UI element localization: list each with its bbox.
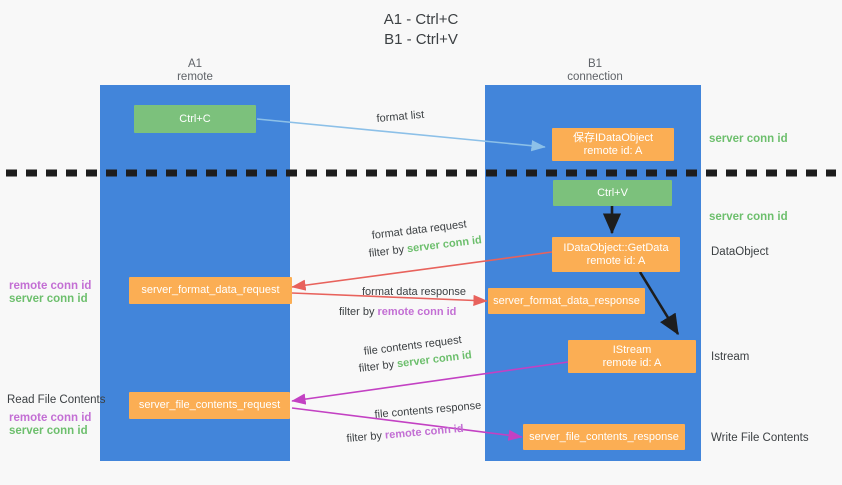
label-right-server-conn-id-top: server conn id	[709, 133, 788, 145]
label-right-istream: Istream	[711, 351, 750, 363]
label-left-server-conn-id-2: server conn id	[9, 425, 88, 437]
lane-header-a1: A1 remote	[120, 58, 270, 84]
node-server-file-contents-request[interactable]: server_file_contents_request	[129, 392, 290, 419]
label-left-remote-conn-id-1: remote conn id	[9, 280, 92, 292]
node-idataobject-getdata-line1: IDataObject::GetData	[563, 241, 669, 254]
node-idataobject-getdata[interactable]: IDataObject::GetData remote id: A	[552, 237, 680, 272]
node-server-file-contents-response-label: server_file_contents_response	[529, 430, 679, 443]
node-server-file-contents-response[interactable]: server_file_contents_response	[523, 424, 685, 450]
node-save-dataobject-line1: 保存IDataObject	[572, 131, 654, 144]
node-server-format-data-response[interactable]: server_format_data_response	[488, 288, 645, 314]
arrow-format-data-response	[291, 292, 488, 307]
node-ctrl-c-label: Ctrl+C	[179, 112, 211, 125]
lane-a1-name: A1	[187, 58, 203, 70]
arrow-file-contents-response	[291, 407, 523, 441]
label-right-dataobject: DataObject	[711, 246, 769, 258]
lane-b1-sub: connection	[567, 71, 623, 83]
label-right-server-conn-id-mid: server conn id	[709, 211, 788, 223]
node-idataobject-getdata-line2: remote id: A	[586, 254, 646, 267]
arrow-format-list	[256, 118, 546, 152]
node-ctrl-v-label: Ctrl+V	[597, 186, 628, 199]
filter-remote-conn-id-1: remote conn id	[377, 306, 457, 318]
arrow-file-contents-request	[291, 361, 569, 405]
label-format-data-response: format data response	[362, 286, 466, 298]
label-left-read-file-contents: Read File Contents	[7, 394, 106, 406]
label-left-server-conn-id-1: server conn id	[9, 293, 88, 305]
diagram-title: A1 - Ctrl+C B1 - Ctrl+V	[0, 10, 842, 50]
lane-b1-name: B1	[587, 58, 603, 70]
node-istream-line2: remote id: A	[602, 356, 662, 369]
node-server-format-data-response-label: server_format_data_response	[493, 294, 640, 307]
node-ctrl-v[interactable]: Ctrl+V	[553, 180, 672, 206]
node-save-dataobject[interactable]: 保存IDataObject remote id: A	[552, 128, 674, 161]
node-istream-line1: IStream	[612, 343, 652, 356]
label-format-data-response-filter: filter by remote conn id	[339, 306, 457, 318]
node-server-format-data-request-label: server_format_data_request	[141, 284, 280, 296]
arrow-format-data-request	[291, 251, 553, 291]
title-line-1: A1 - Ctrl+C	[383, 11, 459, 28]
arrow-getdata-to-istream	[638, 271, 680, 336]
node-istream[interactable]: IStream remote id: A	[568, 340, 696, 373]
node-ctrl-c[interactable]: Ctrl+C	[134, 105, 256, 133]
lane-a1-sub: remote	[177, 71, 213, 83]
lane-header-b1: B1 connection	[520, 58, 670, 84]
label-left-remote-conn-id-2: remote conn id	[9, 412, 92, 424]
title-line-2: B1 - Ctrl+V	[384, 31, 458, 48]
node-server-file-contents-request-label: server_file_contents_request	[138, 399, 281, 411]
node-server-format-data-request[interactable]: server_format_data_request	[129, 277, 292, 304]
label-right-write-file-contents: Write File Contents	[711, 432, 809, 444]
node-save-dataobject-line2: remote id: A	[583, 144, 643, 157]
